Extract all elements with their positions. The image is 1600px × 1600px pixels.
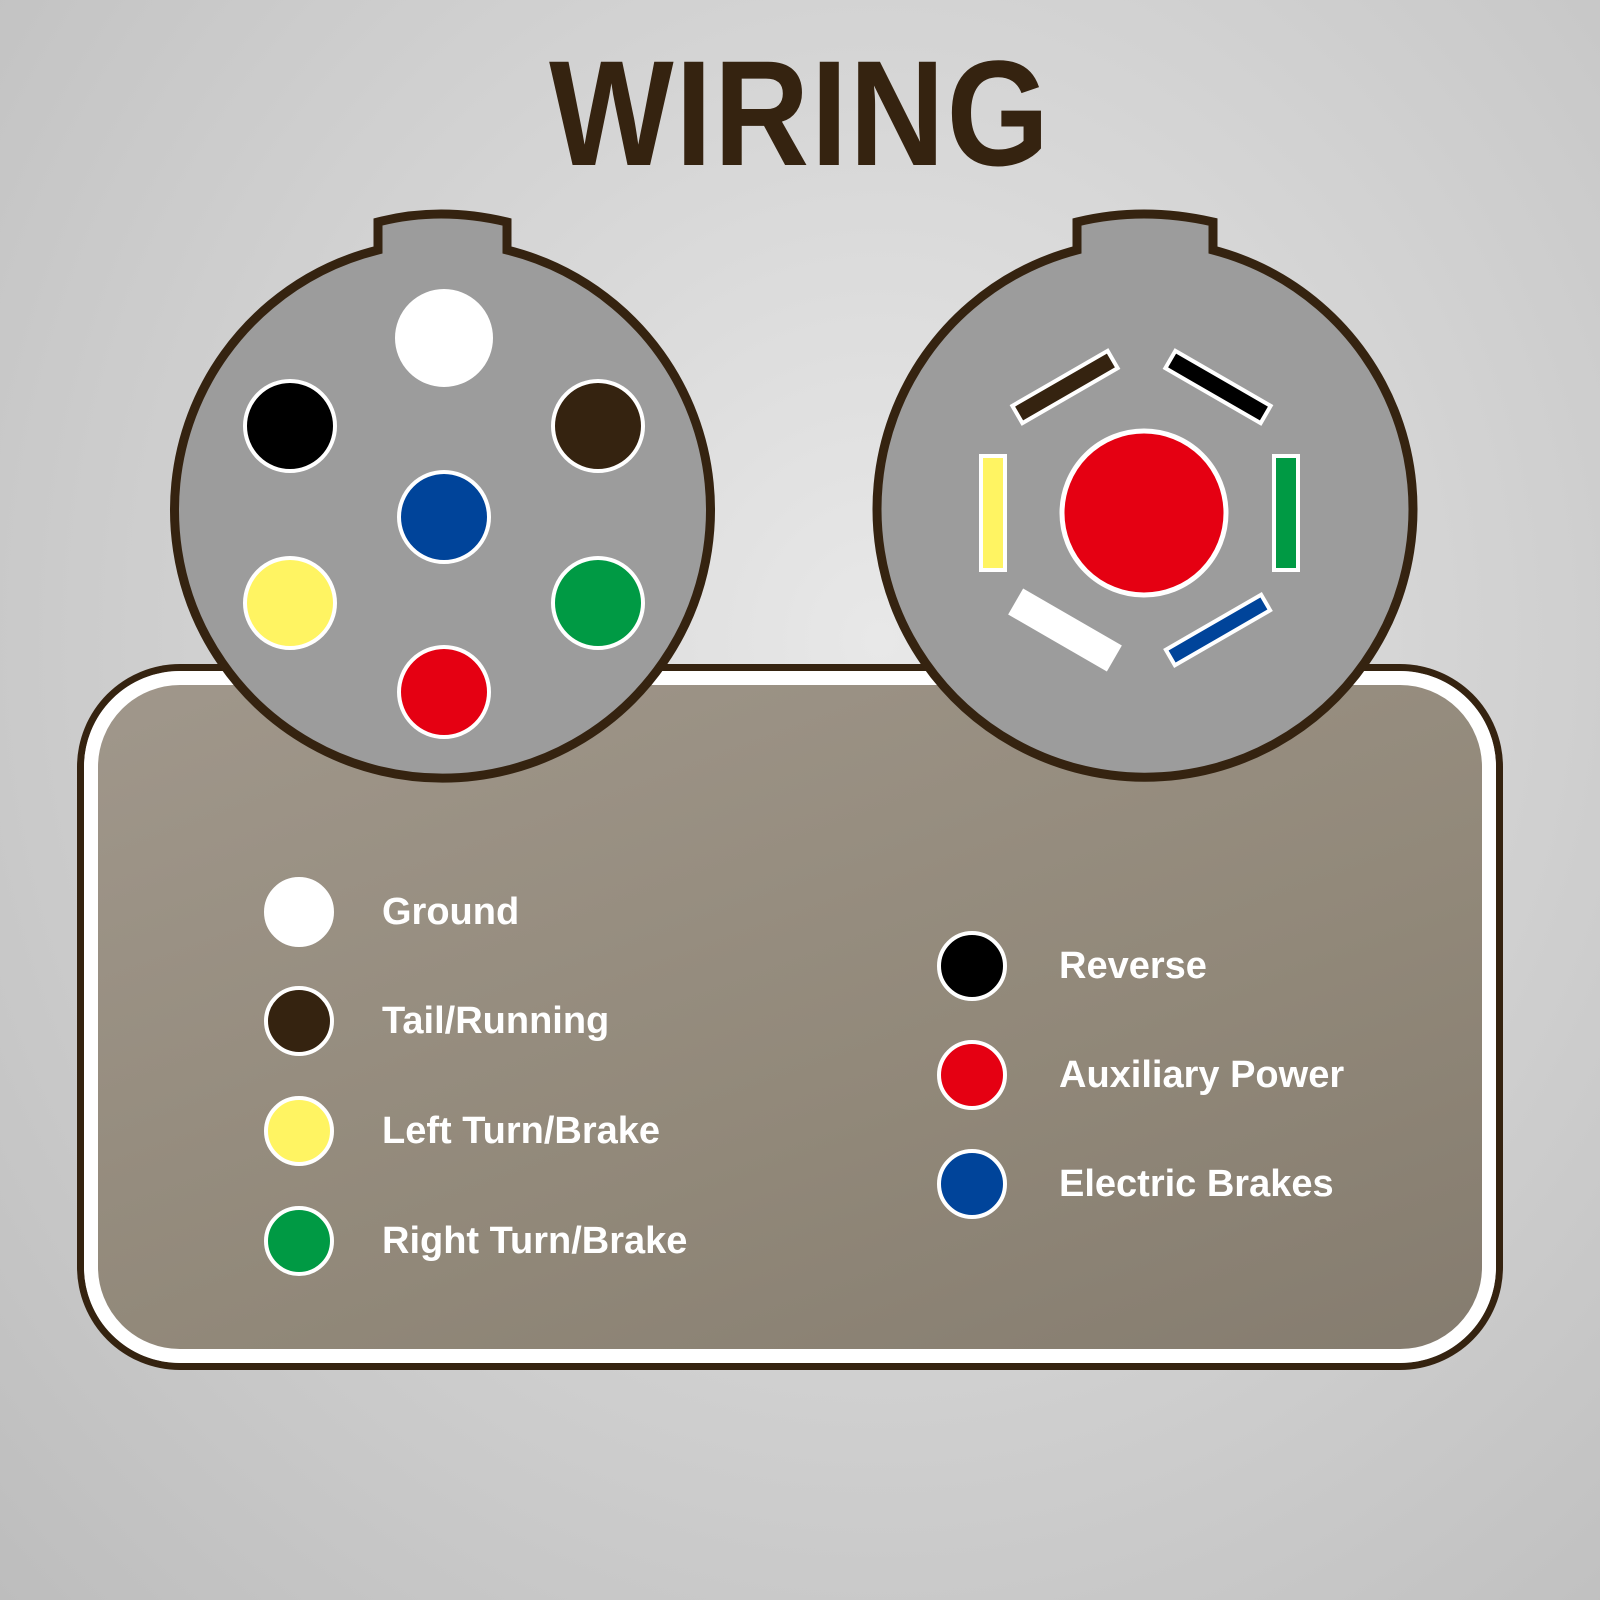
blade-reverse-black	[1162, 348, 1274, 426]
legend-label: Electric Brakes	[1059, 1162, 1334, 1205]
brown-color-swatch	[264, 986, 334, 1056]
pin-aux-red	[397, 645, 491, 739]
black-color-swatch	[937, 931, 1007, 1001]
pin-left-yellow	[243, 556, 337, 650]
green-color-swatch	[264, 1206, 334, 1276]
pin-reverse-black	[243, 379, 337, 473]
blade-ground-white	[1008, 588, 1122, 672]
blade-right-green	[1272, 454, 1300, 572]
round-7-pin-connector	[170, 209, 715, 783]
red-color-swatch	[937, 1040, 1007, 1110]
legend-item-left-turn: Left Turn/Brake	[264, 1096, 660, 1166]
legend-item-right-turn: Right Turn/Brake	[264, 1206, 687, 1276]
legend-label: Left Turn/Brake	[382, 1109, 661, 1152]
pin-tail-brown	[551, 379, 645, 473]
white-color-swatch	[264, 877, 334, 947]
pin-right-green	[551, 556, 645, 650]
blade-7-way-connector	[872, 209, 1418, 782]
pin-ground-white	[395, 289, 493, 387]
yellow-color-swatch	[264, 1096, 334, 1166]
legend-item-tail-running: Tail/Running	[264, 986, 609, 1056]
legend-label: Ground	[382, 890, 520, 933]
pin-brakes-blue	[397, 470, 491, 564]
blade-tail-brown	[1009, 348, 1121, 426]
legend-item-ground: Ground	[264, 877, 519, 947]
legend-label: Reverse	[1059, 944, 1207, 987]
blue-color-swatch	[937, 1149, 1007, 1219]
page-title: WIRING	[549, 29, 1051, 197]
legend-item-electric-brakes: Electric Brakes	[937, 1149, 1334, 1219]
legend-label: Tail/Running	[382, 999, 610, 1042]
legend-label: Auxiliary Power	[1059, 1053, 1345, 1096]
pin-center-red	[1059, 428, 1229, 598]
legend-item-auxiliary-power: Auxiliary Power	[937, 1040, 1344, 1110]
blade-left-yellow	[979, 454, 1007, 572]
blade-brakes-blue	[1163, 591, 1273, 669]
legend-label: Right Turn/Brake	[382, 1219, 688, 1262]
legend-item-reverse: Reverse	[937, 931, 1207, 1001]
